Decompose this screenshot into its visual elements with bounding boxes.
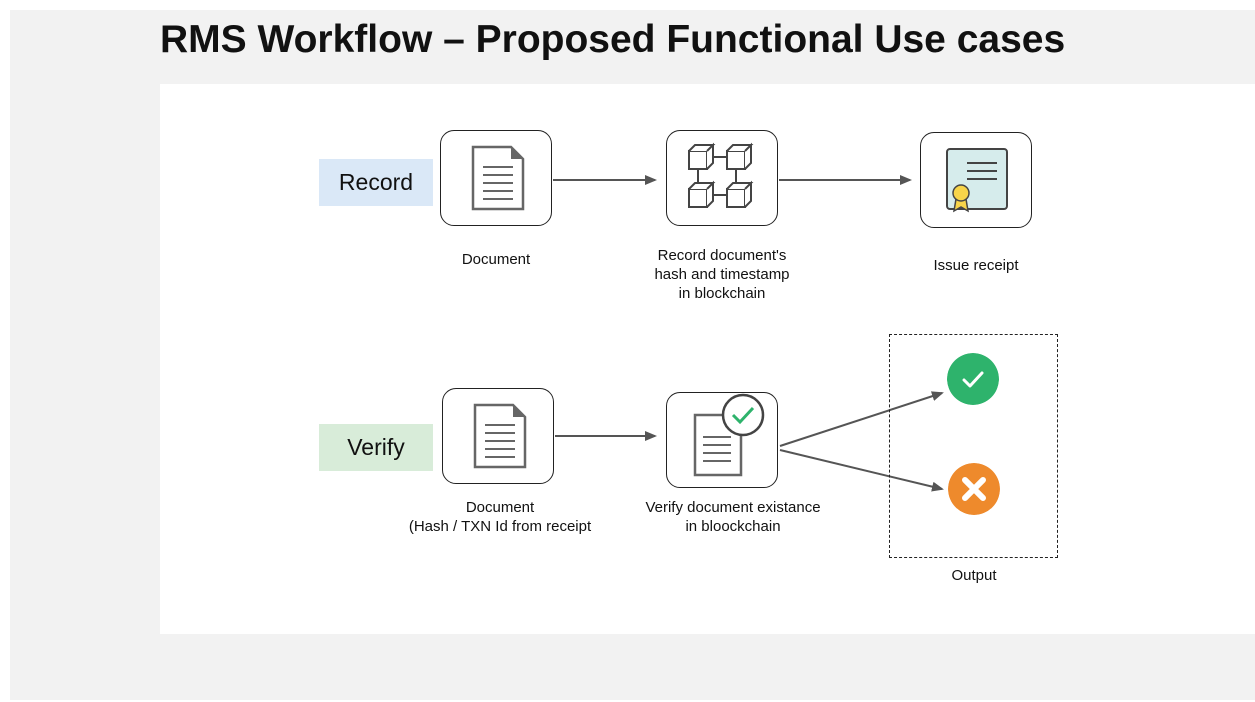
output-caption: Output (951, 567, 997, 584)
x-circle-icon (948, 463, 1000, 515)
record-receipt-caption: Issue receipt (933, 257, 1019, 274)
blockchain-icon (688, 142, 754, 208)
verified-document-icon (693, 393, 765, 477)
verify-blockchain-caption: Verify document existance in bloockchain (645, 499, 821, 535)
document-icon (473, 403, 527, 469)
record-document-caption: Document (461, 251, 531, 268)
verify-row-label: Verify (319, 424, 433, 471)
record-document-node (440, 130, 552, 226)
record-row-label: Record (319, 159, 433, 206)
arrow-verify-failure (779, 449, 944, 492)
certificate-icon (946, 148, 1008, 213)
document-icon (471, 145, 525, 211)
output-box (889, 334, 1058, 558)
check-circle-icon (947, 353, 999, 405)
verify-document-caption: Document (Hash / TXN Id from receipt (408, 499, 592, 535)
arrow-verify-success (779, 391, 944, 447)
verify-document-node (442, 388, 554, 484)
record-blockchain-caption: Record document's hash and timestamp in … (654, 247, 790, 302)
page-title: RMS Workflow – Proposed Functional Use c… (160, 18, 1066, 61)
verify-blockchain-node (666, 392, 778, 488)
record-receipt-node (920, 132, 1032, 228)
record-blockchain-node (666, 130, 778, 226)
